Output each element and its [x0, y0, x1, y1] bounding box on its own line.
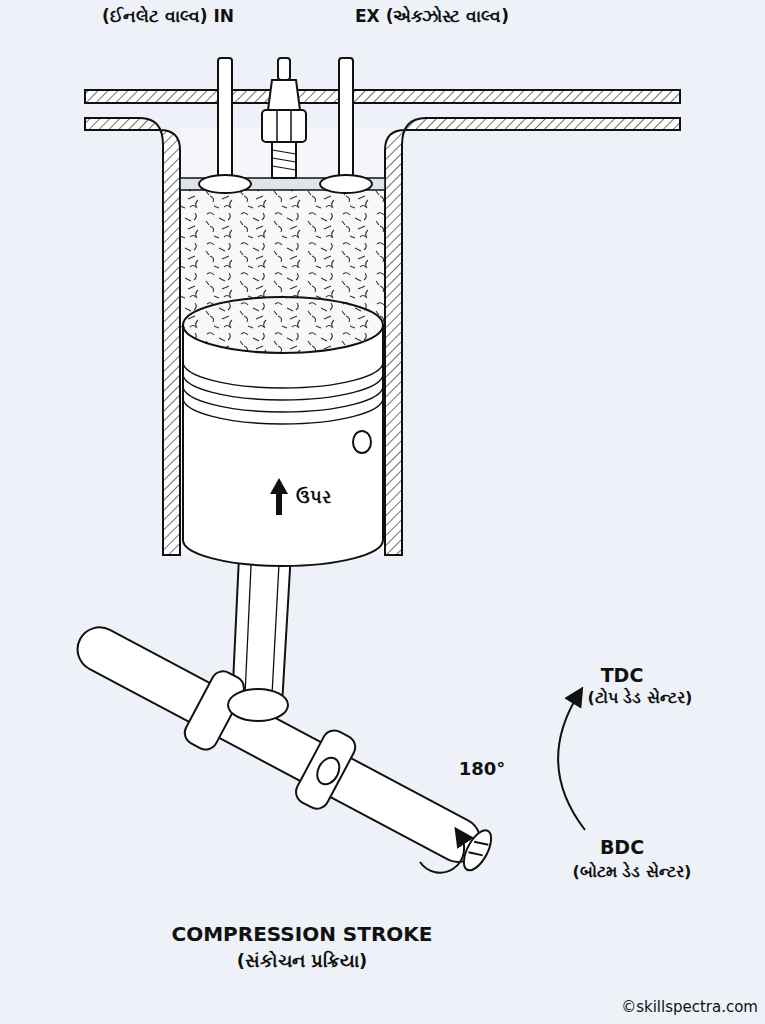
valve-label: (ઈનલેટ વાલ્વ) IN — [102, 6, 234, 26]
watermark: ©skillspectra.com — [621, 998, 758, 1016]
position-label: BDC — [600, 836, 644, 859]
position-label: (બોટમ ડેડ સેન્ટર) — [573, 862, 692, 881]
direction-label: ઉપર — [296, 486, 331, 508]
valve-label: EX (એક્ઝોસ્ટ વાલ્વ) — [355, 6, 509, 26]
position-label: (ટોપ ડેડ સેન્ટર) — [588, 688, 693, 707]
caption: COMPRESSION STROKE — [172, 922, 433, 946]
angle-label: 180° — [459, 758, 506, 780]
caption-subtitle: (સંકોચન પ્રક્રિયા) — [237, 950, 368, 972]
position-label: TDC — [601, 664, 644, 687]
